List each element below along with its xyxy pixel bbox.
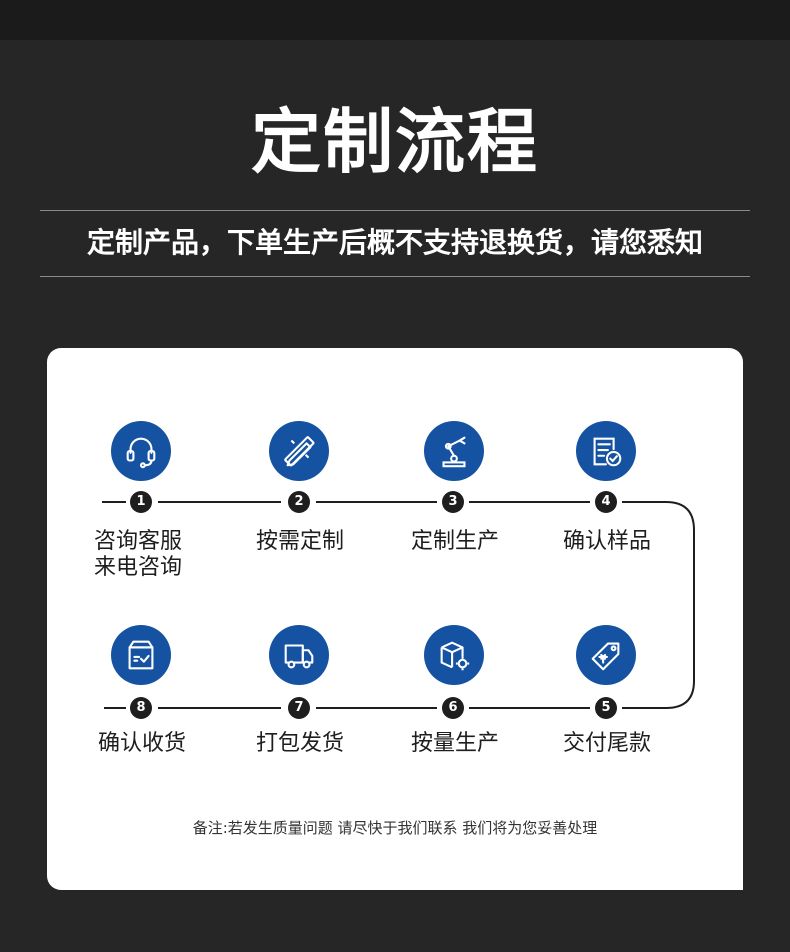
step-number-5: 5 [595,697,617,719]
step-4-label: 确认样品 [562,529,651,554]
step-1-label: 咨询客服 来电咨询 [94,529,183,580]
step-number-2: 2 [288,491,310,513]
step-6-label: 按量生产 [410,731,499,756]
step-7-label: 打包发货 [255,731,344,756]
delivery-truck-icon [269,625,329,685]
step-number-4: 4 [595,491,617,513]
remark-text: 备注:若发生质量问题 请尽快于我们联系 我们将为您妥善处理 [192,819,598,837]
document-check-icon [576,421,636,481]
step-number-7: 7 [288,697,310,719]
headset-icon [111,421,171,481]
parcel-check-icon [111,625,171,685]
step-number-8: 8 [130,697,152,719]
divider-bottom [40,276,750,277]
robot-arm-icon [424,421,484,481]
box-gear-icon [424,625,484,685]
step-number-1: 1 [130,491,152,513]
divider-top [40,210,750,211]
page-title: 定制流程 [251,101,539,183]
notice-text: 定制产品，下单生产后概不支持退换货，请您悉知 [86,226,703,259]
step-2-label: 按需定制 [255,529,344,554]
step-number-3: 3 [442,491,464,513]
price-tag-icon [576,625,636,685]
step-8-label: 确认收货 [97,731,186,756]
top-bar [0,0,790,40]
step-5-label: 交付尾款 [562,731,651,756]
step-3-label: 定制生产 [410,529,499,554]
step-number-6: 6 [442,697,464,719]
ruler-pencil-icon [269,421,329,481]
